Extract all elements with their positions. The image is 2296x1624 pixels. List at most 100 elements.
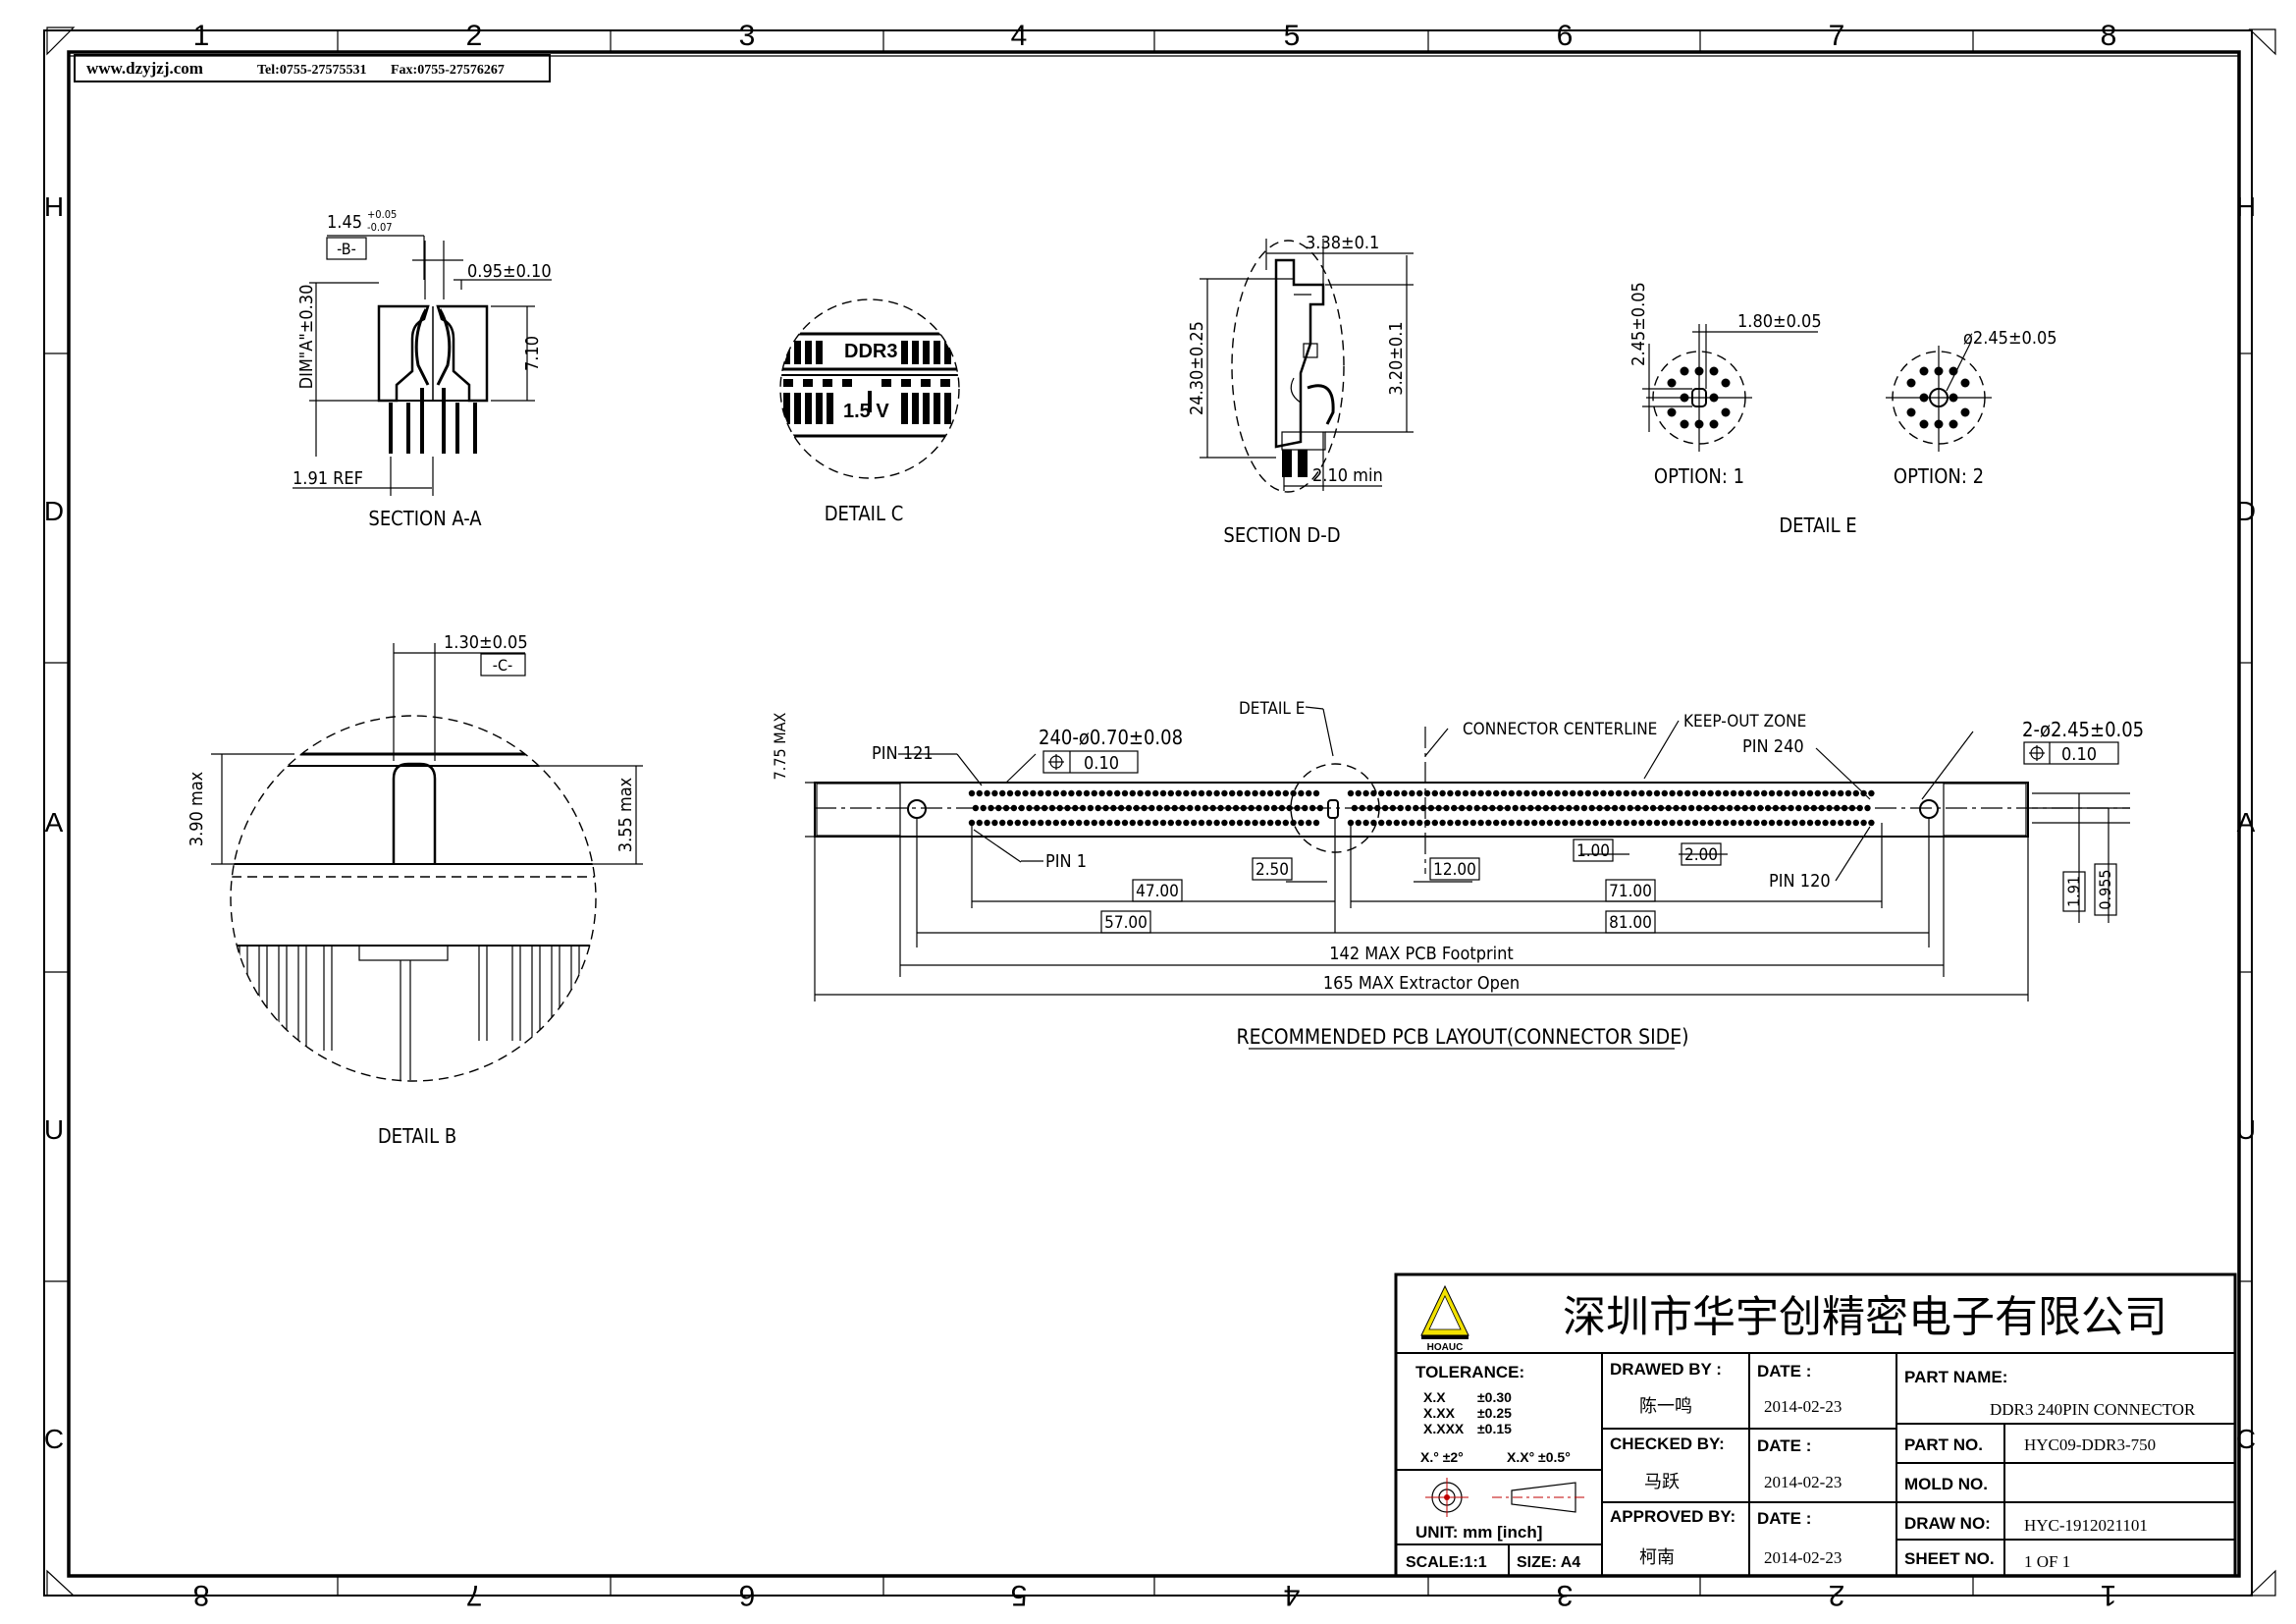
pin-hole bbox=[1707, 789, 1714, 797]
pin-hole bbox=[1868, 789, 1875, 797]
pin-hole bbox=[968, 789, 976, 797]
pin-hole bbox=[1409, 789, 1415, 797]
pin-hole bbox=[1665, 804, 1672, 812]
grid-row-h-right: H bbox=[2236, 191, 2256, 222]
pin-hole bbox=[1504, 804, 1512, 812]
date1-value: 2014-02-23 bbox=[1764, 1397, 1842, 1416]
pin-hole bbox=[1312, 789, 1320, 797]
pin-hole bbox=[1852, 819, 1860, 827]
pin-hole bbox=[1409, 819, 1415, 827]
pin-hole bbox=[1290, 819, 1297, 827]
pin-hole bbox=[1630, 789, 1637, 797]
pin-hole bbox=[1232, 804, 1240, 812]
pin-hole bbox=[1576, 789, 1584, 797]
pin-hole bbox=[1038, 789, 1044, 797]
pin-hole bbox=[1060, 819, 1067, 827]
section-dd: 3.38±0.1 24.30±0.25 3.20±0.1 2.10 min SE… bbox=[1187, 233, 1414, 547]
pin-hole bbox=[1838, 819, 1844, 827]
tol-xxxx-key: X.XXX bbox=[1423, 1421, 1465, 1436]
aa-dim-top: 1.45 bbox=[327, 212, 362, 233]
pin-hole bbox=[1048, 804, 1056, 812]
pin-hole bbox=[1852, 789, 1860, 797]
pin-hole bbox=[1052, 789, 1060, 797]
pin-hole bbox=[980, 804, 987, 812]
website-link[interactable]: www.dzyjzj.com bbox=[86, 59, 203, 78]
pin-hole bbox=[1306, 819, 1312, 827]
pin-hole bbox=[1822, 789, 1829, 797]
pin-hole bbox=[1469, 789, 1477, 797]
pin-hole bbox=[1546, 789, 1554, 797]
pin-hole bbox=[1217, 804, 1224, 812]
pin-hole bbox=[1175, 789, 1182, 797]
pin-hole bbox=[1703, 804, 1710, 812]
pin-hole bbox=[1167, 819, 1175, 827]
pin-hole bbox=[1044, 789, 1052, 797]
pin-hole bbox=[1500, 789, 1508, 797]
pin-hole bbox=[1213, 789, 1220, 797]
pin-hole bbox=[1014, 789, 1022, 797]
header-contact: www.dzyjzj.com Tel:0755-27575531 Fax:075… bbox=[74, 54, 551, 82]
detail-e-opt1-dots bbox=[1667, 366, 1731, 429]
pin-hole bbox=[1133, 804, 1140, 812]
pin-hole bbox=[1523, 789, 1530, 797]
pin-hole bbox=[1806, 819, 1814, 827]
pin-hole bbox=[1006, 789, 1014, 797]
pin-hole bbox=[1083, 789, 1091, 797]
pin-hole bbox=[1512, 804, 1519, 812]
pcb-dim-142: 142 MAX PCB Footprint bbox=[1329, 944, 1514, 964]
detail-b-dim-right: 3.55 max bbox=[615, 777, 636, 852]
pcb-dim-8100: 81.00 bbox=[1609, 913, 1652, 933]
pin-hole bbox=[1799, 819, 1806, 827]
pin-hole bbox=[1699, 819, 1707, 827]
grid-row-a-left: A bbox=[45, 807, 64, 838]
pin-hole bbox=[984, 789, 990, 797]
pin-hole bbox=[1516, 789, 1522, 797]
pcb-mount-tol: 0.10 bbox=[2061, 744, 2097, 765]
pin-hole bbox=[1806, 789, 1814, 797]
pin-hole bbox=[1030, 819, 1037, 827]
pcb-pin240-label: PIN 240 bbox=[1742, 736, 1804, 757]
pin-hole bbox=[1106, 789, 1113, 797]
pin-hole bbox=[1240, 804, 1248, 812]
detail-b: 1.30±0.05 -C- 3.90 max 3.55 max DETAIL B bbox=[187, 632, 643, 1148]
tol-xx-val: ±0.30 bbox=[1477, 1389, 1512, 1405]
detail-c-pins: DDR3 1.5 V bbox=[780, 332, 959, 438]
mold-no-label: MOLD NO. bbox=[1904, 1475, 1988, 1493]
tel-text: Tel:0755-27575531 bbox=[257, 63, 366, 78]
pin-hole bbox=[1776, 789, 1784, 797]
pin-hole bbox=[1481, 804, 1488, 812]
pin-hole bbox=[1473, 804, 1480, 812]
pin-hole bbox=[1661, 789, 1669, 797]
pin-hole bbox=[1531, 819, 1538, 827]
pin-hole bbox=[1145, 789, 1151, 797]
pin-hole bbox=[1868, 819, 1875, 827]
pin-hole bbox=[1416, 789, 1423, 797]
pin-hole bbox=[1646, 789, 1653, 797]
pin-hole bbox=[1052, 819, 1060, 827]
part-no-label: PART NO. bbox=[1904, 1435, 1983, 1454]
pin-hole bbox=[1673, 804, 1680, 812]
grid-col-4: 4 bbox=[1011, 20, 1028, 52]
pin-hole bbox=[1653, 819, 1661, 827]
pin-hole bbox=[1106, 819, 1113, 827]
pcb-dim-100: 1.00 bbox=[1576, 841, 1610, 861]
grid-col-b2: 2 bbox=[1829, 1579, 1845, 1611]
pin-hole bbox=[1381, 804, 1389, 812]
pin-hole bbox=[1600, 789, 1607, 797]
angle-tol-2: X.X° ±0.5° bbox=[1507, 1449, 1571, 1465]
grid-col-6: 6 bbox=[1557, 20, 1574, 52]
pin-hole bbox=[1419, 804, 1427, 812]
detail-e-option2: OPTION: 2 bbox=[1894, 464, 1984, 488]
detail-e-dim-hole: ø2.45±0.05 bbox=[1963, 328, 2057, 349]
pin-hole bbox=[1469, 819, 1477, 827]
pin-hole bbox=[1730, 819, 1737, 827]
pin-hole bbox=[1191, 819, 1198, 827]
pcb-dim-200: 2.00 bbox=[1684, 845, 1718, 865]
grid-col-b8: 8 bbox=[193, 1579, 210, 1611]
pin-hole bbox=[1508, 819, 1516, 827]
grid-row-u-right: U bbox=[2236, 1114, 2256, 1145]
pin-hole bbox=[1159, 819, 1167, 827]
pin-hole bbox=[1091, 819, 1098, 827]
pin-hole bbox=[1757, 804, 1764, 812]
